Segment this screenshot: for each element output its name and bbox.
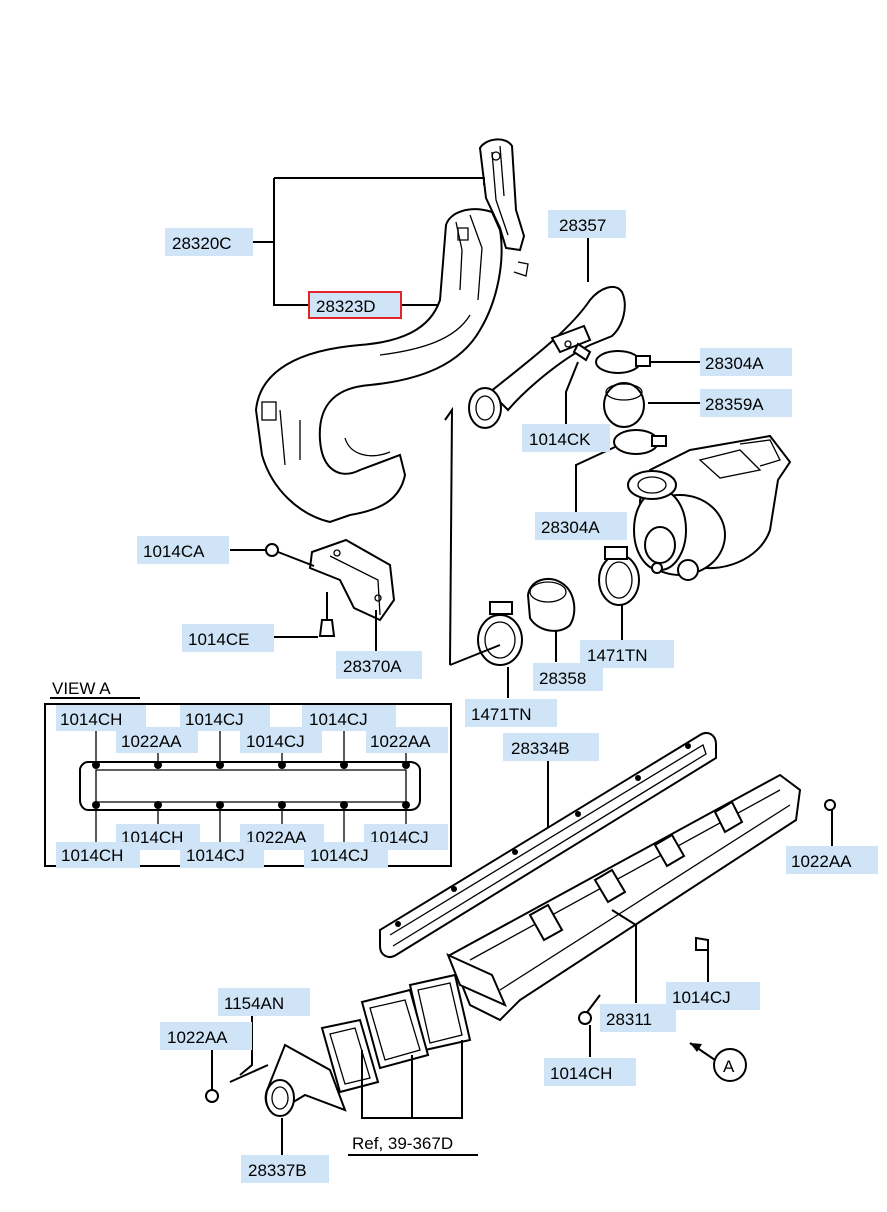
label-28304A-mid[interactable]: 28304A [535,512,627,540]
leader-lines [50,177,833,1156]
drawing-outlet-28337B [205,1043,347,1117]
label-1022AA-right[interactable]: 1022AA [786,846,878,874]
svg-text:28357: 28357 [559,216,606,235]
view-a-box [44,703,452,867]
label-1471TN-right[interactable]: 1471TN [580,640,674,668]
svg-text:1014CE: 1014CE [188,630,249,649]
svg-text:1471TN: 1471TN [587,646,647,665]
label-1014CH-bottom[interactable]: 1014CH [544,1058,636,1086]
view-a-top-row1: 1014CH 1014CJ 1014CJ [56,705,396,731]
view-a-top1-label: 1014CH [60,710,122,729]
label-1014CA[interactable]: 1014CA [137,536,229,564]
label-1471TN-left[interactable]: 1471TN [465,699,557,727]
svg-text:28304A: 28304A [541,518,600,537]
label-28311[interactable]: 28311 [600,1004,676,1032]
drawing-bracket-28370A [265,538,396,637]
view-a-bot6-label: 1014CJ [310,846,369,865]
drawing-gasket-28334B [379,732,717,958]
svg-text:1014CK: 1014CK [529,430,591,449]
label-28358[interactable]: 28358 [533,663,603,691]
label-28370A[interactable]: 28370A [336,651,422,679]
svg-text:28334B: 28334B [511,739,570,758]
svg-text:Ref, 39-367D: Ref, 39-367D [352,1134,453,1153]
label-28320C[interactable]: 28320C [165,228,253,256]
label-28304A-top[interactable]: 28304A [700,348,792,376]
view-a-title: VIEW A [52,679,111,698]
view-a-bottom-row1: 1014CH 1022AA 1014CJ [116,824,448,850]
svg-text:28323D: 28323D [316,297,376,316]
drawing-bracket-28320C [478,138,529,277]
drawing-hose-28357 [468,285,626,429]
view-a-bottom-row2: 1014CH 1014CJ 1014CJ [56,842,388,868]
svg-text:28370A: 28370A [343,657,402,676]
label-28323D[interactable]: 28323D [308,291,402,319]
label-1022AA-bottom[interactable]: 1022AA [160,1022,252,1050]
svg-text:1014CA: 1014CA [143,542,205,561]
svg-text:A: A [723,1057,735,1076]
view-a-bot4-label: 1014CH [61,846,123,865]
drawing-clamps-upper [572,342,667,455]
svg-text:1022AA: 1022AA [167,1028,228,1047]
label-28357[interactable]: 28357 [548,210,626,238]
svg-text:1022AA: 1022AA [791,852,852,871]
label-1154AN[interactable]: 1154AN [218,988,310,1016]
drawing-gaskets-ref-39-367D [320,973,472,1094]
drawing-intake-pipe-28323D [254,208,503,524]
label-28337B[interactable]: 28337B [241,1155,329,1183]
svg-text:28359A: 28359A [705,395,764,414]
label-1014CJ-right[interactable]: 1014CJ [666,982,760,1010]
drawing-intercooler-28311 [446,773,836,1025]
label-1014CE[interactable]: 1014CE [182,624,274,652]
svg-text:28320C: 28320C [172,234,232,253]
view-a-bot5-label: 1014CJ [186,846,245,865]
drawing-turbocharger [627,434,792,581]
label-28359A[interactable]: 28359A [700,389,792,417]
drawing-clamps-lower [477,546,640,666]
svg-text:28311: 28311 [606,1010,652,1029]
svg-text:28358: 28358 [539,669,586,688]
view-a-top5-label: 1014CJ [246,732,305,751]
view-a-top4-label: 1022AA [121,732,182,751]
view-a-top6-label: 1022AA [370,732,431,751]
view-a-top3-label: 1014CJ [309,710,368,729]
label-ref-39-367D: Ref, 39-367D [352,1134,453,1153]
view-a-top-row2: 1022AA 1014CJ 1022AA [116,727,448,753]
label-28334B[interactable]: 28334B [503,733,599,761]
view-a-arrow-marker: A [713,1048,747,1082]
svg-text:28304A: 28304A [705,354,764,373]
label-1014CK[interactable]: 1014CK [522,424,610,452]
svg-text:1154AN: 1154AN [224,994,284,1013]
svg-text:1014CH: 1014CH [550,1064,612,1083]
svg-text:1014CJ: 1014CJ [672,988,731,1007]
svg-text:28337B: 28337B [248,1161,307,1180]
svg-text:1471TN: 1471TN [471,705,531,724]
view-a-top2-label: 1014CJ [185,710,244,729]
